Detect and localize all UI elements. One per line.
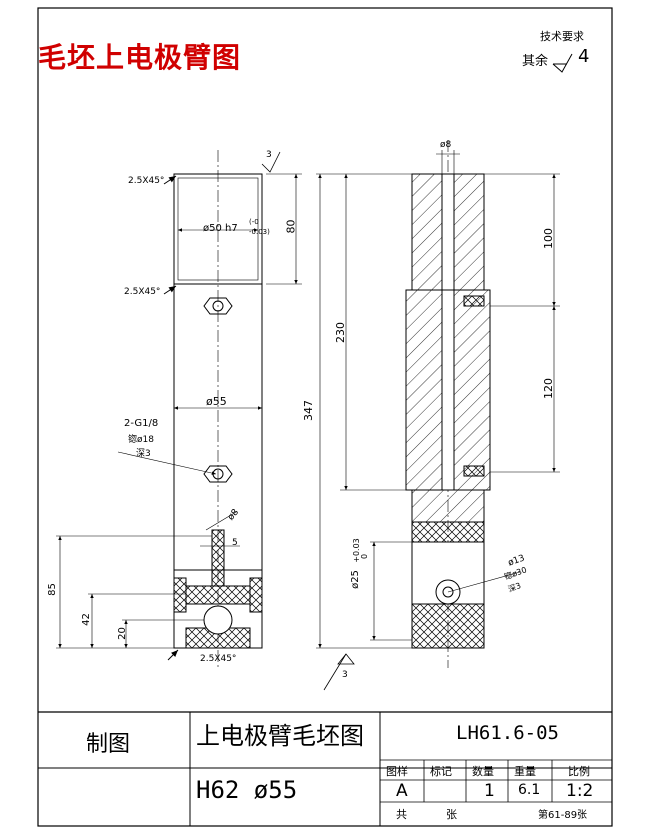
- tech-requirements-rest-label: 其余: [522, 54, 549, 69]
- height-85-label: 85: [46, 583, 58, 596]
- value-pattern: A: [396, 781, 408, 801]
- sheet-border: [37, 7, 613, 827]
- right-view: [316, 140, 560, 691]
- height-20-label: 20: [116, 627, 128, 640]
- tech-requirements-roughness: 4: [578, 46, 590, 67]
- port-spotface-label: 锪ø18: [128, 435, 154, 445]
- roughness-symbol-icon: [552, 53, 573, 73]
- length-100-label: 100: [542, 228, 555, 249]
- top-bore-8-label: ø8: [440, 140, 452, 150]
- length-80-label: 80: [284, 219, 298, 234]
- sheet-number: 第61-89张: [538, 810, 588, 821]
- header-weight: 重量: [514, 765, 536, 778]
- part-name: 上电极臂毛坯图: [196, 722, 364, 750]
- left-view: [56, 150, 302, 670]
- sheets-total-label: 共: [396, 808, 407, 821]
- diameter-25-tol-lower: 0: [360, 553, 370, 560]
- bore-tolerance-upper: (-0: [249, 218, 259, 226]
- roughness-bottom-label: 3: [342, 670, 348, 680]
- tech-requirements-title: 技术要求: [540, 30, 584, 43]
- chamfer-mid-label: 2.5X45°: [124, 287, 161, 297]
- bore-dim-label: ø50 h7: [203, 223, 238, 234]
- drawing-number: LH61.6-05: [456, 722, 559, 744]
- port-thread-label: 2-G1/8: [124, 418, 159, 429]
- title-block: [38, 711, 612, 826]
- value-quantity: 1: [484, 781, 495, 801]
- slot-5-label: 5: [232, 538, 238, 548]
- roughness-top-label: 3: [266, 150, 272, 160]
- header-mark: 标记: [430, 765, 452, 778]
- port-depth-label: 深3: [136, 449, 151, 459]
- chamfer-bottom-label: 2.5X45°: [200, 654, 237, 664]
- value-scale: 1:2: [566, 781, 594, 801]
- diameter-55-label: ø55: [206, 395, 227, 408]
- diameter-25-tol-upper: +0.03: [351, 538, 361, 563]
- header-scale: 比例: [568, 765, 590, 778]
- length-347-label: 347: [302, 400, 315, 421]
- drawn-by-label: 制图: [86, 732, 131, 757]
- length-230-label: 230: [334, 322, 347, 343]
- length-120-label: 120: [542, 378, 555, 399]
- material-spec: H62 ø55: [196, 776, 298, 804]
- diameter-25-label: ø25: [349, 570, 361, 589]
- value-weight: 6.1: [518, 782, 541, 798]
- header-pattern: 图样: [386, 765, 408, 778]
- chamfer-top-label: 2.5X45°: [128, 176, 165, 186]
- drawing-title: 毛坯上电极臂图: [38, 41, 242, 74]
- header-quantity: 数量: [472, 765, 494, 778]
- bore-tolerance-lower: -0.03): [249, 228, 270, 236]
- height-42-label: 42: [80, 613, 92, 626]
- sheets-unit-label: 张: [446, 808, 457, 821]
